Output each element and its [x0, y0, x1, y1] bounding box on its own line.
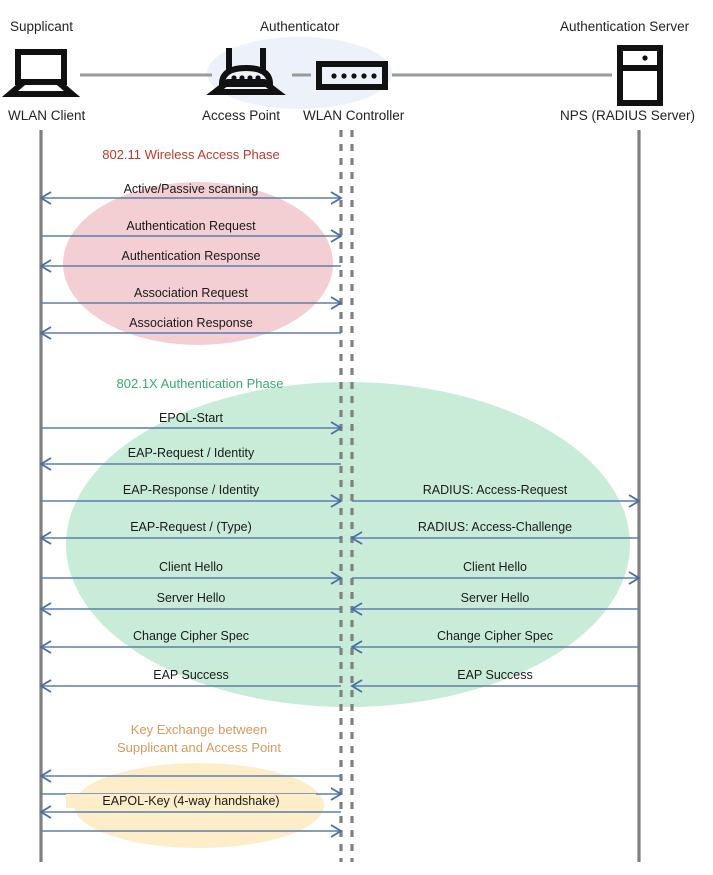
message-label-radius-access-challenge: RADIUS: Access-Challenge [417, 520, 573, 534]
message-label-client-hello-left: Client Hello [159, 560, 223, 574]
actor-label-supplicant-role: Supplicant [10, 19, 74, 34]
arrow-auth-response [39, 259, 341, 273]
message-label-radius-access-request: RADIUS: Access-Request [422, 483, 568, 497]
actor-label-controller-device: WLAN Controller [303, 108, 405, 123]
message-label-auth-request: Authentication Request [126, 219, 256, 233]
arrow-change-cipher-spec-right [350, 640, 639, 654]
message-label-client-hello-right: Client Hello [463, 560, 527, 574]
actor-label-authenticator-role: Authenticator [260, 19, 340, 34]
arrow-eap-response-identity [41, 494, 343, 508]
message-label-eap-success-right: EAP Success [457, 668, 533, 682]
phase-label-keyexchange-line2: Supplicant and Access Point [116, 740, 282, 755]
message-label-change-cipher-spec-right: Change Cipher Spec [436, 629, 554, 643]
arrow-scanning [39, 191, 343, 205]
phase-label-80211: 802.11 Wireless Access Phase [102, 147, 280, 162]
arrow-assoc-request [41, 296, 343, 310]
arrow-eap-success-right [350, 679, 639, 693]
laptop-icon [1, 49, 81, 97]
actor-label-supplicant-device: WLAN Client [8, 108, 86, 123]
message-label-server-hello-right: Server Hello [460, 591, 530, 605]
message-label-server-hello-left: Server Hello [156, 591, 226, 605]
arrow-radius-access-request [352, 494, 641, 508]
arrow-eapol-key-4 [41, 824, 343, 838]
phase-80211-ellipse [63, 182, 333, 345]
arrow-assoc-response [39, 326, 341, 340]
arrow-eap-request-type [39, 531, 341, 545]
actor-label-auth-server-role: Authentication Server [560, 19, 690, 34]
arrow-auth-request [41, 229, 343, 243]
arrow-eap-request-identity [39, 457, 341, 471]
arrow-epol-start [41, 421, 343, 435]
arrow-client-hello-right [352, 571, 641, 585]
message-label-eap-success-left: EAP Success [153, 668, 229, 682]
message-label-assoc-response: Association Response [129, 316, 253, 330]
actor-label-access-point-device: Access Point [202, 108, 281, 123]
arrow-server-hello-right [350, 602, 639, 616]
message-label-eapol-key: EAPOL-Key (4-way handshake) [66, 794, 316, 808]
arrow-server-hello-left [39, 602, 341, 616]
message-label-eap-request-type: EAP-Request / (Type) [130, 520, 252, 534]
controller-icon [316, 61, 388, 90]
message-label-assoc-request: Association Request [134, 286, 248, 300]
message-label-scanning: Active/Passive scanning [123, 182, 259, 196]
phase-label-keyexchange-line1: Key Exchange between [130, 722, 268, 737]
message-label-change-cipher-spec-left: Change Cipher Spec [132, 629, 250, 643]
message-label-eap-request-identity: EAP-Request / Identity [127, 446, 255, 460]
arrow-eapol-key-1 [39, 769, 341, 783]
message-label-epol-start: EPOL-Start [159, 411, 223, 425]
actor-label-auth-server-device: NPS (RADIUS Server) [560, 108, 696, 123]
message-label-eap-response-identity: EAP-Response / Identity [122, 483, 260, 497]
access-point-icon [206, 48, 286, 95]
arrow-change-cipher-spec-left [39, 640, 341, 654]
authenticator-halo [207, 37, 392, 109]
arrow-radius-access-challenge [350, 531, 639, 545]
server-icon [617, 45, 663, 106]
message-label-auth-response: Authentication Response [121, 249, 261, 263]
phase-8021x-ellipse [66, 382, 630, 707]
phase-label-8021x: 802.1X Authentication Phase [116, 376, 284, 391]
arrow-eapol-key-3 [39, 805, 341, 819]
arrow-eap-success-left [39, 679, 341, 693]
arrow-client-hello-left [41, 571, 343, 585]
